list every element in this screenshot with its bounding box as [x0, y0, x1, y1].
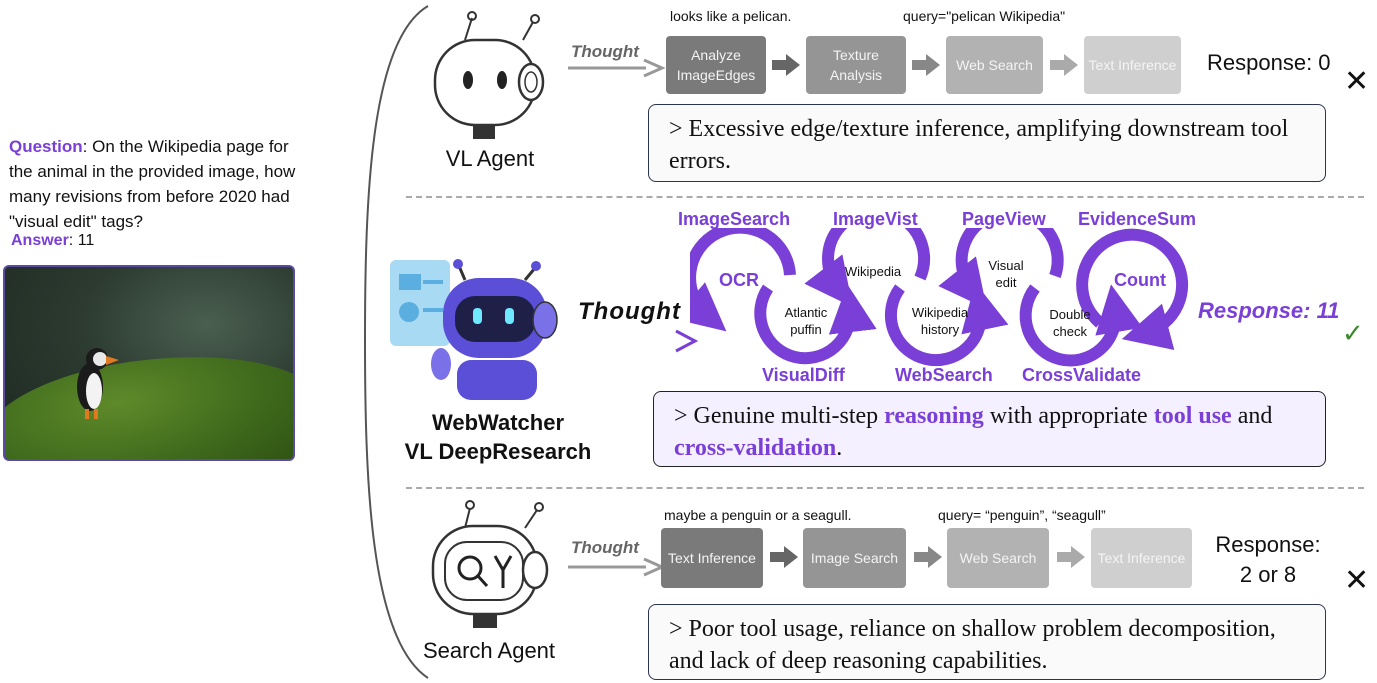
- webwatcher-thought-arrow: [576, 329, 699, 353]
- search-agent-name: Search Agent: [422, 638, 556, 663]
- ww-label-web-search: WebSearch: [895, 365, 993, 385]
- ww-inner-count: Count: [1114, 270, 1166, 290]
- ww-comment-part-2: with appropriate: [983, 403, 1154, 429]
- webwatcher-comment-box: > Genuine multi-step reasoning with appr…: [653, 391, 1326, 467]
- search-agent-response: Response: 2 or 8: [1208, 530, 1328, 590]
- vl-agent-robot-icon: [433, 11, 545, 139]
- vl-agent-response: Response: 0: [1207, 50, 1331, 75]
- search-agent-note-guess: maybe a penguin or a seagull.: [664, 507, 852, 523]
- search-step-text-inference: Text Inference: [661, 528, 763, 588]
- divider-top: [406, 196, 1364, 198]
- ww-label-image-search: ImageSearch: [678, 209, 791, 229]
- webwatcher-name-line2: VL DeepResearch: [404, 439, 592, 464]
- vl-agent-thought-arrow: [568, 58, 666, 78]
- question-label: Question: [9, 137, 83, 156]
- ww-label-cross-validate: CrossValidate: [1022, 365, 1142, 385]
- search-agent-comment: > Poor tool usage, reliance on shallow p…: [669, 616, 1276, 674]
- answer-block: Answer: 11: [11, 232, 94, 250]
- answer-label: Answer: [11, 232, 69, 249]
- puffin-figure: [77, 348, 119, 419]
- ww-note-double-check: Double check: [1049, 307, 1091, 339]
- search-flow-arrow-3: [1057, 546, 1085, 568]
- search-agent-robot-icon: [431, 500, 549, 628]
- vl-step-analyze-edges: Analyze ImageEdges: [666, 36, 766, 94]
- ww-label-image-vist: ImageVist: [833, 209, 918, 229]
- webwatcher-name: WebWatcher VL DeepResearch: [398, 408, 598, 466]
- webwatcher-check-icon: ✓: [1342, 318, 1364, 348]
- vl-step-texture-analysis: Texture Analysis: [806, 36, 906, 94]
- vl-agent-cross-icon: ✕: [1344, 65, 1370, 98]
- answer-text: : 11: [68, 232, 95, 249]
- ww-note-atlantic-puffin: Atlantic puffin: [784, 305, 828, 337]
- search-flow-arrow-1: [770, 546, 798, 568]
- vl-step-text-inference: Text Inference: [1084, 36, 1181, 94]
- webwatcher-name-line1: WebWatcher: [431, 410, 565, 435]
- ww-comment-tool-use: tool use: [1153, 403, 1232, 429]
- search-agent-cross-icon: ✕: [1344, 564, 1370, 597]
- ww-label-evidence-sum: EvidenceSum: [1078, 209, 1197, 229]
- vl-flow-arrow-3: [1050, 54, 1078, 76]
- ww-label-visual-diff: VisualDiff: [762, 365, 845, 385]
- question-text: : On the Wikipedia page for the animal i…: [9, 137, 296, 231]
- ww-inner-ocr: OCR: [719, 270, 759, 290]
- ww-comment-reasoning: reasoning: [884, 403, 984, 429]
- vl-agent-note-query: query="pelican Wikipedia": [903, 8, 1066, 24]
- ww-comment-part-4: .: [836, 435, 843, 461]
- vl-flow-arrow-1: [772, 54, 800, 76]
- search-step-image-search: Image Search: [803, 528, 906, 588]
- search-agent-response-line2: 2 or 8: [1239, 562, 1297, 587]
- ww-label-page-view: PageView: [962, 209, 1046, 229]
- bracket-curve: [363, 5, 429, 679]
- webwatcher-response: Response: 11: [1198, 298, 1340, 323]
- webwatcher-reasoning-loops: [690, 228, 1189, 367]
- ww-comment-cross-validation: cross-validation: [674, 435, 837, 461]
- vl-agent-comment-box: > Excessive edge/texture inference, ampl…: [648, 104, 1326, 182]
- vl-agent-comment: > Excessive edge/texture inference, ampl…: [669, 116, 1289, 174]
- ww-comment-part-3: and: [1231, 403, 1273, 429]
- search-agent-note-query: query= “penguin”, “seagull”: [938, 507, 1106, 523]
- webwatcher-thought-label: Thought: [578, 298, 681, 325]
- vl-agent-thought-label: Thought: [571, 42, 639, 61]
- divider-bottom: [406, 487, 1364, 489]
- search-flow-arrow-2: [914, 546, 942, 568]
- search-agent-thought-label: Thought: [571, 538, 639, 557]
- ww-note-wikipedia-history: Wikipedia history: [911, 305, 969, 337]
- search-step-web-search: Web Search: [947, 528, 1049, 588]
- question-block: Question: On the Wikipedia page for the …: [9, 134, 309, 234]
- webwatcher-robot-icon: [390, 259, 558, 400]
- vl-flow-arrow-2: [912, 54, 940, 76]
- ww-note-visual-edit: Visual edit: [988, 258, 1024, 290]
- ww-comment-part-1: > Genuine multi-step: [674, 403, 885, 429]
- ww-note-wikipedia: Wikipedia: [844, 264, 902, 279]
- vl-step-web-search: Web Search: [946, 36, 1043, 94]
- puffin-photo: [3, 265, 295, 461]
- vl-agent-name: VL Agent: [445, 146, 535, 171]
- search-step-text-inference-2: Text Inference: [1091, 528, 1192, 588]
- search-agent-response-line1: Response:: [1215, 532, 1321, 557]
- search-agent-thought-arrow: [568, 557, 666, 577]
- vl-agent-note-pelican: looks like a pelican.: [670, 8, 792, 24]
- search-agent-comment-box: > Poor tool usage, reliance on shallow p…: [648, 604, 1326, 680]
